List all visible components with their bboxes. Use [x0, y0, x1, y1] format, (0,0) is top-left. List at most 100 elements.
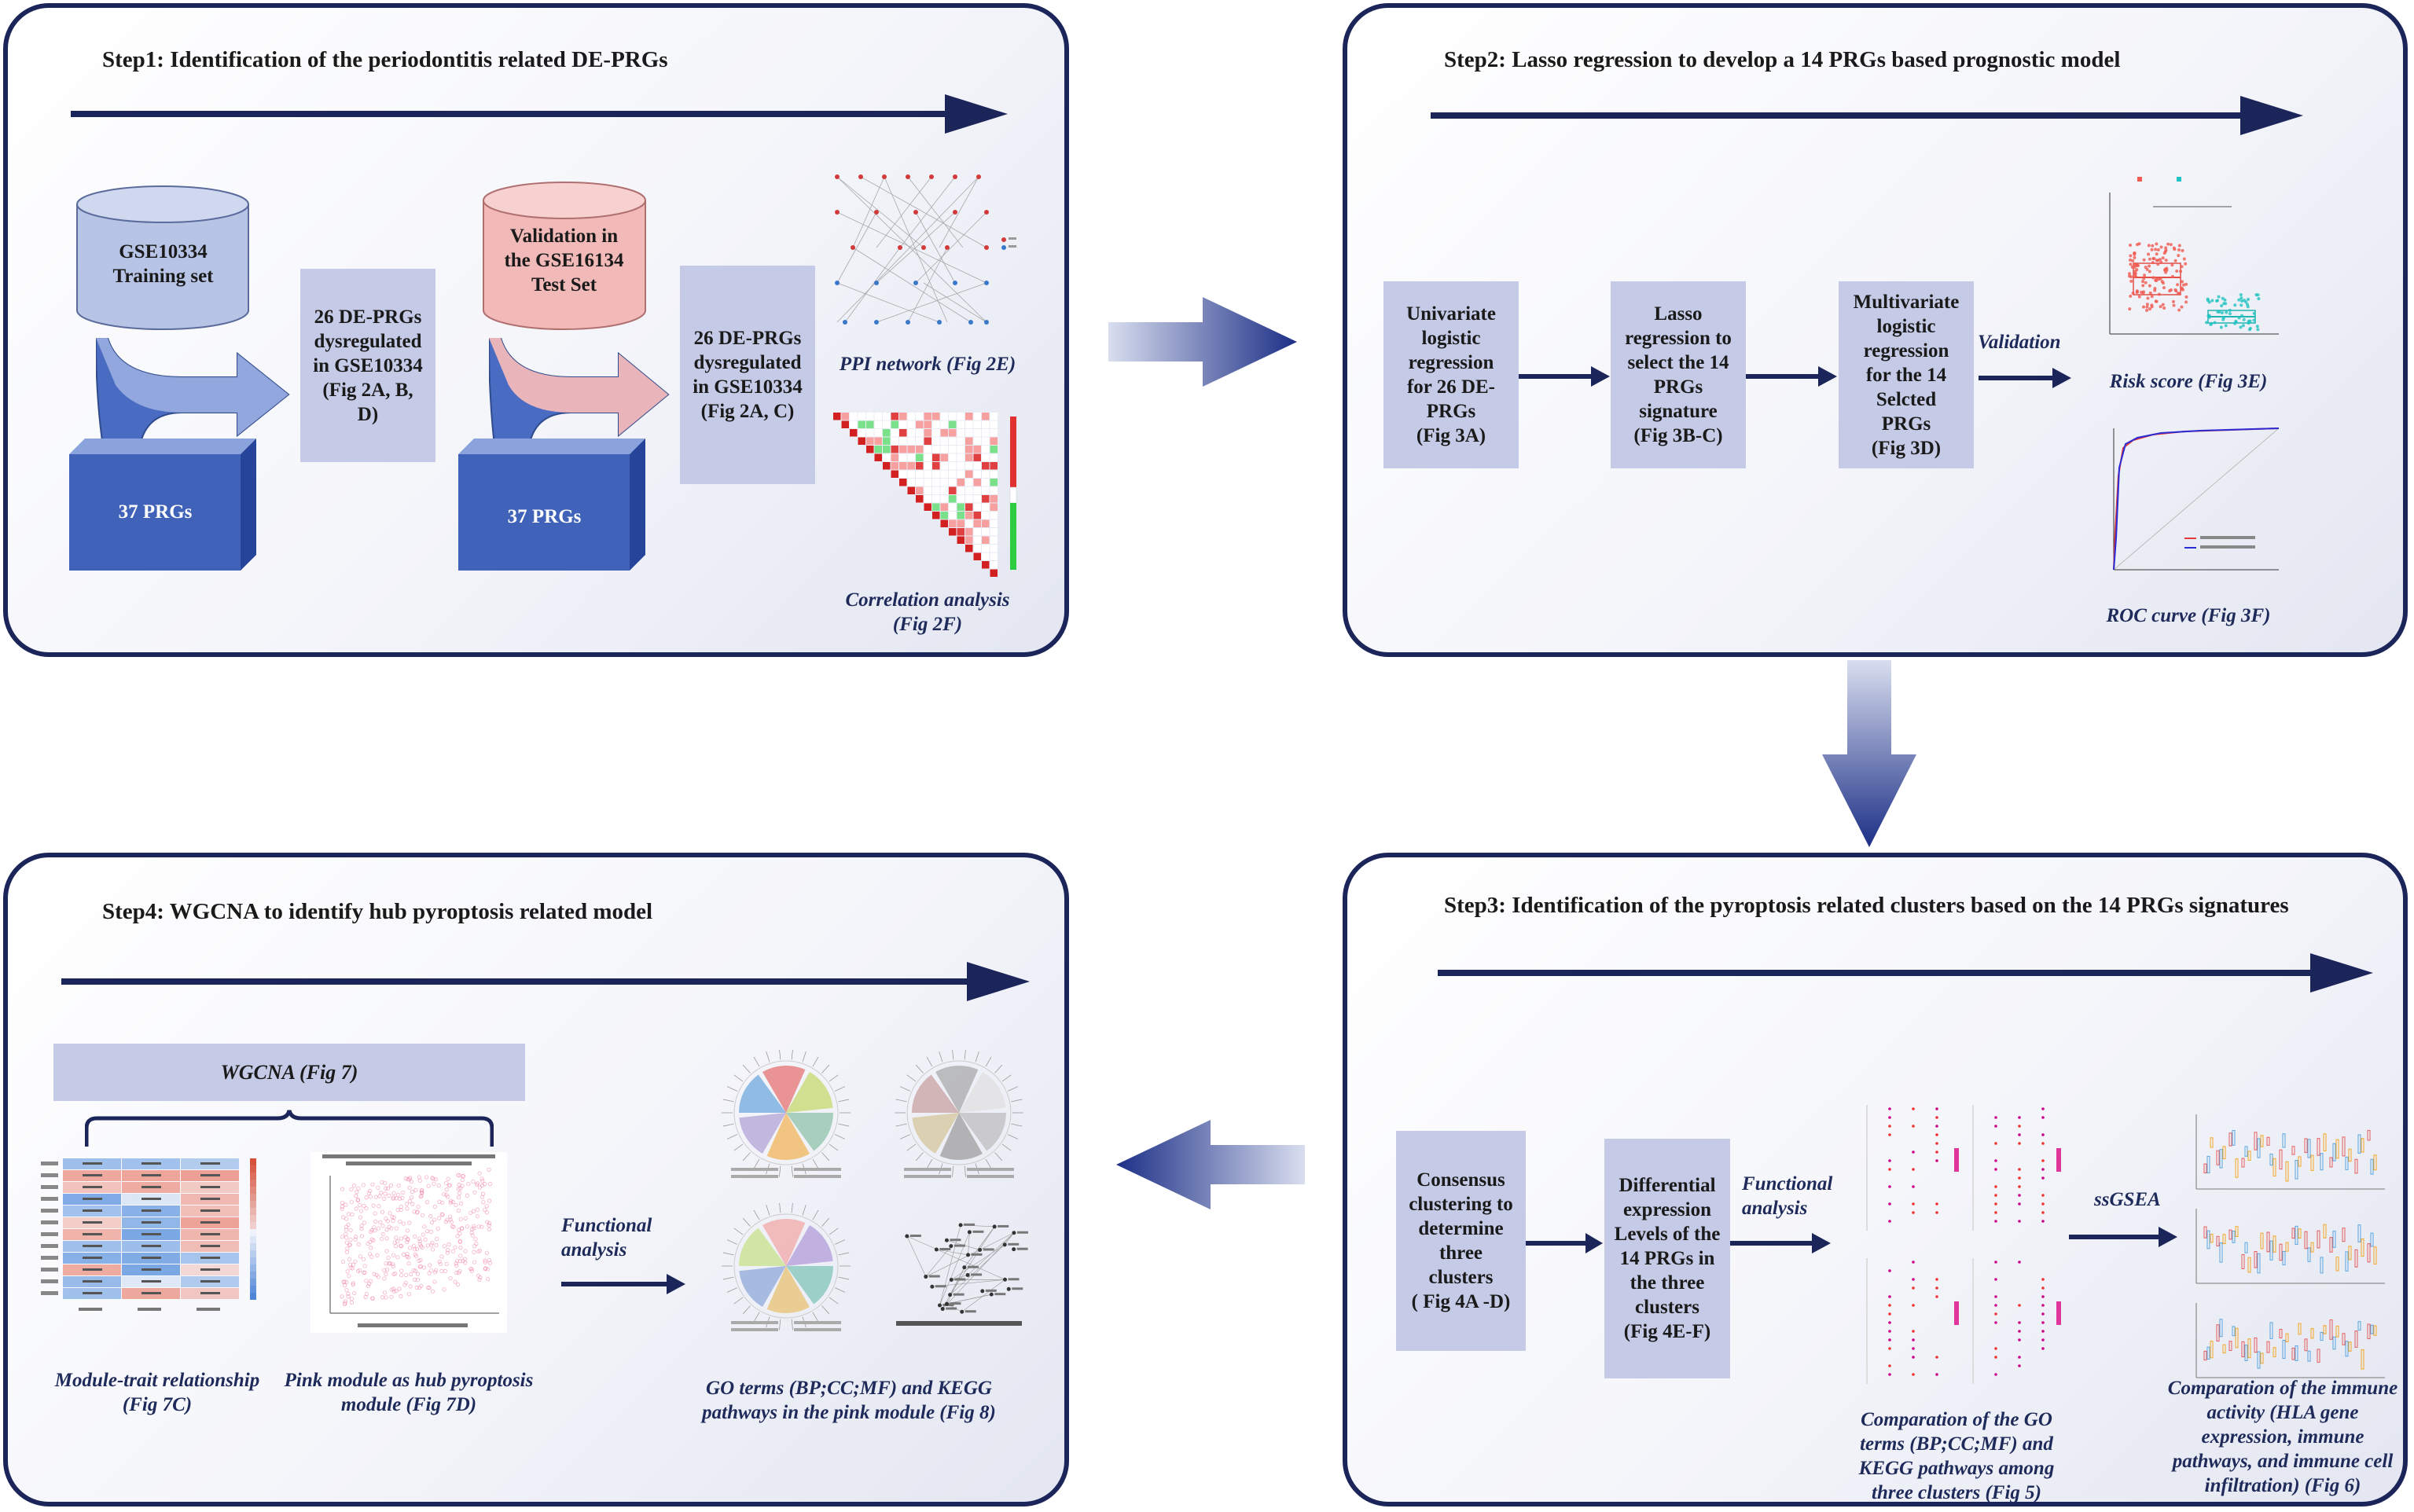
- functional-analysis-label: Functional analysis: [561, 1213, 652, 1262]
- prgs-cube: [458, 439, 645, 571]
- box-line: signature: [1639, 401, 1718, 422]
- validation-label: Validation: [1978, 332, 2061, 353]
- step1-title: Step1: Identification of the periodontit…: [102, 47, 668, 72]
- box-line: clusters: [1635, 1297, 1699, 1318]
- flow-arrow-icon: [1526, 1233, 1603, 1253]
- go-terms-pink-caption: GO terms (BP;CC;MF) and KEGG pathways in…: [668, 1376, 1030, 1425]
- roc-curve-caption: ROC curve (Fig 3F): [2106, 605, 2271, 626]
- pink-module-scatter-thumbnail: [310, 1152, 507, 1333]
- step1-panel: Step1: Identification of the periodontit…: [3, 3, 1069, 657]
- wgcna-label: WGCNA (Fig 7): [220, 1061, 358, 1084]
- caption-line: pathways, and immune cell: [2172, 1451, 2394, 1472]
- box-line: 26 DE-PRGs: [693, 328, 802, 349]
- box-line: (Fig 3D): [1871, 437, 1942, 459]
- differential-expression-box: Differential expression Levels of the 14…: [1604, 1139, 1730, 1378]
- multivariate-regression-box: Multivariate logistic regression for the…: [1839, 281, 1974, 468]
- step4-header-arrow: [61, 962, 1030, 1001]
- step4-panel: Step4: WGCNA to identify hub pyroptosis …: [3, 853, 1069, 1506]
- module-trait-caption: Module-trait relationship (Fig 7C): [31, 1368, 283, 1417]
- box-line: regression to: [1625, 328, 1732, 349]
- caption-line: (Fig 7C): [122, 1394, 193, 1415]
- step1-de-prgs-box: 26 DE-PRGs dysregulated in GSE10334 (Fig…: [300, 269, 435, 462]
- box-line: three: [1438, 1242, 1483, 1264]
- cylinder-label-line: Training set: [112, 266, 214, 287]
- box-line: Lasso: [1654, 303, 1703, 325]
- box-line: in GSE10334: [313, 354, 423, 376]
- step3-to-step4-arrow-icon: [1116, 1120, 1305, 1209]
- box-line: regression: [1408, 352, 1494, 373]
- caption-line: GO terms (BP;CC;MF) and KEGG: [706, 1378, 992, 1399]
- caption-line: activity (HLA gene: [2206, 1402, 2359, 1423]
- box-line: Selcted: [1876, 388, 1937, 410]
- kegg-network-thumbnail: [896, 1223, 1028, 1326]
- bracket-icon: [85, 1110, 494, 1147]
- cylinder-label-line: GSE10334: [119, 241, 208, 262]
- box-line: clusters: [1428, 1267, 1494, 1288]
- box-line: determine: [1418, 1218, 1504, 1239]
- cylinder-label-line: the GSE16134: [504, 250, 624, 271]
- box-line: the three: [1630, 1272, 1705, 1294]
- box-line: for the 14: [1865, 364, 1947, 386]
- box-line: Consensus: [1416, 1169, 1505, 1191]
- prgs-cube: [69, 439, 256, 571]
- box-line: Univariate: [1406, 303, 1496, 325]
- ppi-network-caption: PPI network (Fig 2E): [839, 354, 1016, 375]
- box-line: in GSE10334: [693, 376, 803, 398]
- label-line: analysis: [1742, 1198, 1808, 1219]
- risk-score-boxplot-thumbnail: [2109, 177, 2279, 335]
- label-line: analysis: [561, 1239, 627, 1261]
- correlation-analysis-caption: Correlation analysis (Fig 2F): [810, 588, 1045, 637]
- label-line: Functional: [1742, 1173, 1833, 1195]
- box-line: (Fig 4E-F): [1623, 1321, 1711, 1342]
- box-line: for 26 DE-: [1406, 376, 1496, 398]
- functional-analysis-label: Functional analysis: [1742, 1172, 1832, 1220]
- correlation-heatmap-thumbnail: [833, 413, 1017, 577]
- box-line: (Fig 2A, B,: [322, 379, 413, 401]
- go-chord-diagram-thumbnail: [895, 1050, 1023, 1178]
- flow-arrow-icon: [1746, 366, 1837, 387]
- step1-de-prgs-validated-box: 26 DE-PRGs dysregulated in GSE10334 (Fig…: [680, 266, 815, 484]
- box-line: ( Fig 4A -D): [1411, 1291, 1511, 1312]
- caption-line: (Fig 2F): [892, 614, 963, 635]
- module-trait-heatmap-thumbnail: [41, 1158, 256, 1311]
- step3-panel: Step3: Identification of the pyroptosis …: [1343, 853, 2408, 1506]
- box-line: Multivariate: [1853, 291, 1960, 313]
- roc-curve-thumbnail: [2113, 428, 2280, 571]
- lasso-regression-box: Lasso regression to select the 14 PRGs s…: [1611, 281, 1746, 468]
- step3-title: Step3: Identification of the pyroptosis …: [1444, 893, 2289, 918]
- wgcna-box: WGCNA (Fig 7): [53, 1044, 525, 1101]
- box-line: PRGs: [1653, 376, 1703, 398]
- curved-arrow-icon: [489, 338, 670, 452]
- box-line: 14 PRGs in: [1619, 1248, 1715, 1269]
- caption-line: Pink module as hub pyroptosis: [284, 1370, 534, 1391]
- caption-line: terms (BP;CC;MF) and: [1860, 1433, 2053, 1455]
- flow-arrow-icon: [1979, 368, 2071, 388]
- box-line: logistic: [1876, 315, 1936, 337]
- step2-title: Step2: Lasso regression to develop a 14 …: [1444, 47, 2121, 72]
- box-line: dysregulated: [693, 352, 802, 373]
- curved-arrow-icon: [96, 338, 290, 452]
- label-line: Functional: [561, 1215, 652, 1236]
- box-line: dysregulated: [314, 330, 422, 352]
- box-line: logistic: [1421, 328, 1481, 349]
- box-line: Differential: [1619, 1175, 1716, 1196]
- box-line: select the 14: [1627, 352, 1729, 373]
- step2-to-step3-arrow-icon: [1822, 660, 1916, 847]
- step2-header-arrow: [1431, 96, 2303, 135]
- box-line: Levels of the: [1614, 1224, 1721, 1245]
- caption-line: Comparation of the immune: [2167, 1378, 2398, 1399]
- step1-to-step2-arrow-icon: [1108, 297, 1297, 387]
- immune-activity-boxplot-thumbnail: [2195, 1114, 2385, 1378]
- box-line: PRGs: [1426, 401, 1476, 422]
- flow-arrow-icon: [2069, 1227, 2177, 1247]
- box-line: D): [357, 403, 379, 425]
- step3-header-arrow: [1438, 953, 2373, 993]
- box-line: expression: [1622, 1199, 1712, 1220]
- caption-line: Comparation of the GO: [1861, 1409, 2052, 1430]
- box-line: 26 DE-PRGs: [314, 306, 422, 328]
- caption-line: Correlation analysis: [845, 589, 1010, 611]
- ppi-network-thumbnail: [835, 174, 1016, 325]
- caption-line: infiltration) (Fig 6): [2204, 1475, 2361, 1496]
- training-set-cylinder: [76, 185, 249, 330]
- cylinder-label-line: Test Set: [531, 274, 597, 295]
